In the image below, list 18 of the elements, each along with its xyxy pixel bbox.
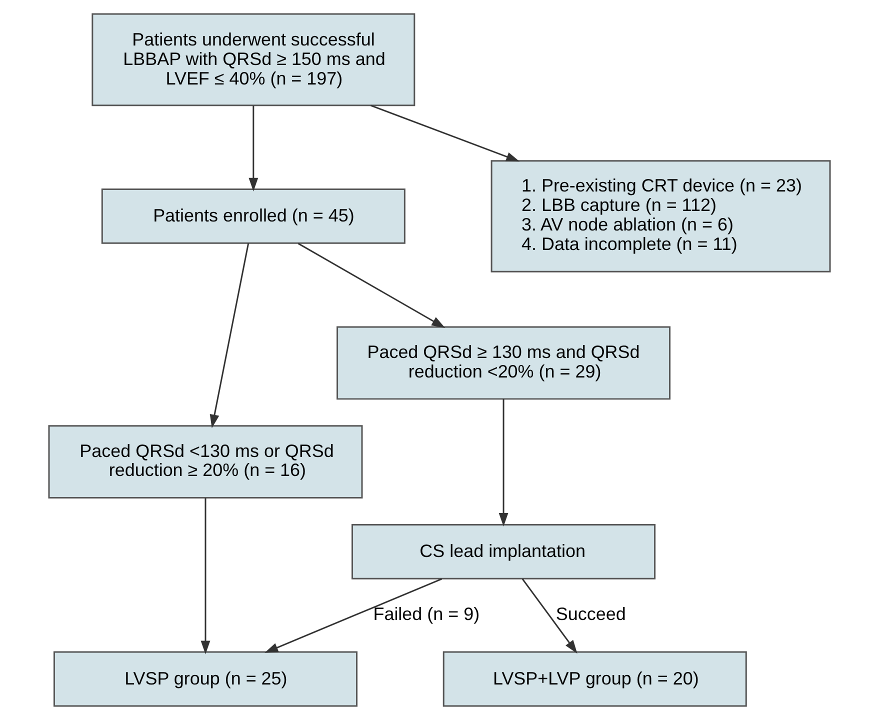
- edge-label: Succeed: [556, 604, 626, 624]
- arrow: [264, 578, 442, 653]
- arrow: [498, 398, 508, 527]
- node-box: LVSP group (n = 25): [53, 651, 358, 707]
- arrow: [522, 578, 578, 654]
- arrow: [210, 243, 250, 428]
- node-box: LVSP+LVP group (n = 20): [442, 651, 747, 707]
- arrow: [370, 104, 520, 162]
- arrow: [248, 106, 258, 192]
- arrow: [200, 498, 210, 654]
- node-box: 1. Pre-existing CRT device (n = 23) 2. LBB capture (n = 112) 3. AV node ablation (n = 6) 4. Data incomplete (n = 11): [490, 160, 831, 272]
- node-box: Paced QRSd <130 ms or QRSd reduction ≥ 20% (n = 16): [48, 425, 363, 499]
- edge-label: Failed (n = 9): [373, 604, 480, 624]
- node-box: Patients enrolled (n = 45): [101, 188, 406, 244]
- arrow: [298, 242, 446, 328]
- node-box: CS lead implantation: [352, 524, 656, 580]
- node-box: Patients underwent successful LBBAP with QRSd ≥ 150 ms and LVEF ≤ 40% (n = 197): [92, 13, 416, 106]
- node-box: Paced QRSd ≥ 130 ms and QRSd reduction <20% (n = 29): [336, 326, 670, 400]
